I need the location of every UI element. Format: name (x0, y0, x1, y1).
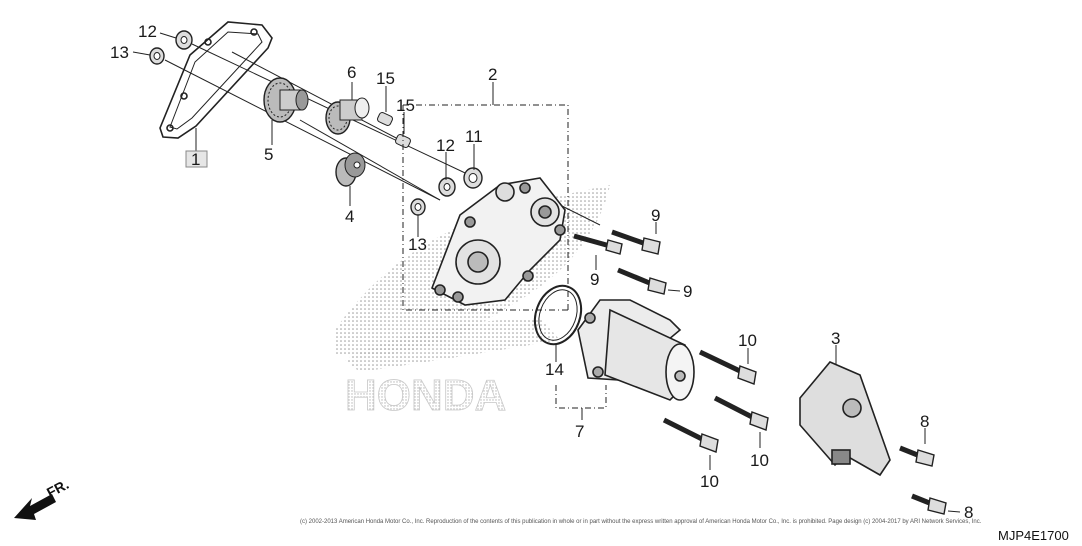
callout-5: 5 (264, 145, 273, 164)
callout-10-c: 10 (700, 472, 719, 491)
bolt-10-c (662, 417, 719, 453)
callout-8-b: 8 (964, 503, 973, 522)
callout-13-mid: 13 (408, 235, 427, 254)
callout-12-mid: 12 (436, 136, 455, 155)
callout-4: 4 (345, 207, 354, 226)
honda-wing-logo-lower (345, 318, 560, 372)
gear-6 (325, 97, 370, 135)
callout-labels: 12 13 1 5 6 15 15 4 13 12 11 2 9 9 9 14 … (110, 22, 973, 522)
front-direction-indicator: FR. (14, 476, 71, 520)
diagram-code: MJP4E1700 (998, 528, 1069, 543)
callout-12-top: 12 (138, 22, 157, 41)
bolt-8-a (899, 445, 935, 467)
group-box-2 (402, 104, 569, 311)
washer-12-mid (438, 177, 456, 197)
callout-15-a: 15 (376, 69, 395, 88)
leader-lines (132, 32, 961, 513)
callout-2: 2 (488, 65, 497, 84)
callout-11: 11 (465, 127, 483, 146)
watermark-text: HONDA (345, 371, 506, 420)
bolt-10-b (713, 395, 769, 431)
callout-6: 6 (347, 63, 356, 82)
callout-9-b: 9 (590, 270, 599, 289)
callout-9-a: 9 (651, 206, 660, 225)
motor-7 (577, 299, 695, 401)
callout-8-a: 8 (920, 412, 929, 431)
callout-1: 1 (191, 150, 200, 169)
cover-3 (799, 361, 891, 477)
washer-11 (463, 167, 483, 189)
gear-4 (335, 152, 366, 187)
callout-10-a: 10 (738, 331, 757, 350)
callout-1-box (185, 150, 208, 168)
bolt-9-a (573, 233, 623, 255)
bolt-10-a (698, 349, 757, 385)
washer-13-mid (410, 198, 426, 216)
callout-7: 7 (575, 422, 584, 441)
group-bracket-7 (555, 385, 607, 409)
callout-10-b: 10 (750, 451, 769, 470)
front-arrow-icon (14, 494, 56, 520)
callout-9-c: 9 (683, 282, 692, 301)
housing-2 (430, 177, 566, 306)
callout-3: 3 (831, 329, 840, 348)
callout-14: 14 (545, 360, 564, 379)
copyright-text: (c) 2002-2013 American Honda Motor Co., … (300, 519, 982, 525)
gear-5 (263, 77, 309, 123)
callout-15-b: 15 (396, 96, 415, 115)
gasket (159, 21, 273, 139)
callout-13-top: 13 (110, 43, 129, 62)
bolt-9-c (617, 267, 667, 295)
washer-13-top (149, 47, 165, 65)
dowel-pin-15-a (377, 111, 393, 127)
washer-12-top (175, 30, 193, 50)
bolt-9-b (611, 229, 661, 255)
bolt-8-b (911, 493, 947, 515)
o-ring-14 (533, 284, 583, 346)
